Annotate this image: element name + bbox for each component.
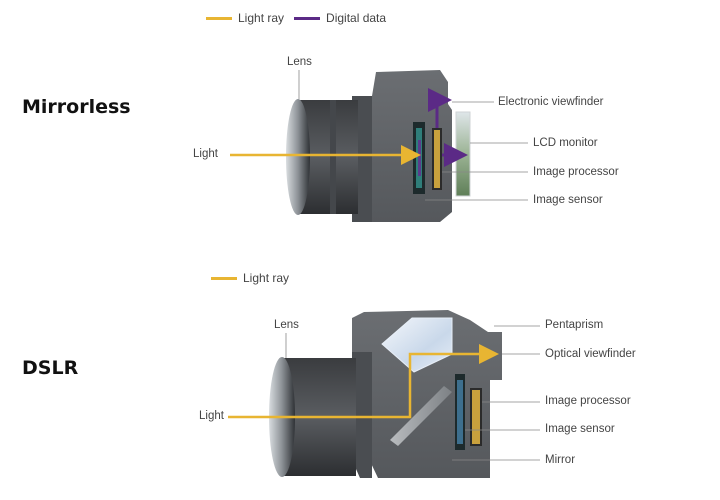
dslr-ovf-label: Optical viewfinder xyxy=(545,348,636,360)
legend-mirrorless: Light ray Digital data xyxy=(206,11,396,25)
legend-item-light-ray: Light ray xyxy=(206,11,284,25)
dslr-mirror-label: Mirror xyxy=(545,454,576,466)
mirrorless-lens-ring xyxy=(330,100,336,214)
legend-label: Digital data xyxy=(326,11,387,25)
dslr-pentaprism-label: Pentaprism xyxy=(545,319,604,331)
legend-item-digital-data: Digital data xyxy=(294,11,386,25)
mirrorless-evf-label: Electronic viewfinder xyxy=(498,96,604,108)
mirrorless-lens-label: Lens xyxy=(287,56,312,68)
dslr-processor-label: Image processor xyxy=(545,395,631,407)
light-ray-swatch xyxy=(206,16,232,20)
dslr-sensor-label: Image sensor xyxy=(545,423,615,435)
mirrorless-camera xyxy=(230,70,528,222)
dslr-body-front xyxy=(352,352,372,478)
dslr-pentaprism-shape xyxy=(381,317,453,373)
mirrorless-light-label: Light xyxy=(193,148,218,160)
legend-label: Light ray xyxy=(243,271,290,285)
mirrorless-processor-label: Image processor xyxy=(533,166,619,178)
dslr-light-ray xyxy=(228,344,499,419)
light-ray-swatch xyxy=(211,276,237,280)
dslr-camera xyxy=(228,310,540,478)
mirrorless-data-arrow-to-evf xyxy=(428,88,452,128)
dslr-lens-label: Lens xyxy=(274,319,299,331)
legend-item-light-ray: Light ray xyxy=(211,271,289,285)
legend-label: Light ray xyxy=(238,11,285,25)
mirrorless-lens-glass xyxy=(286,99,310,215)
digital-data-swatch xyxy=(294,16,321,20)
legend-dslr: Light ray xyxy=(211,271,299,285)
dslr-mirror-shape xyxy=(390,386,452,446)
dslr-title: DSLR xyxy=(22,357,79,379)
mirrorless-title: Mirrorless xyxy=(22,96,131,118)
mirrorless-lcd-label: LCD monitor xyxy=(533,137,598,149)
dslr-light-label: Light xyxy=(199,410,224,422)
mirrorless-sensor-label: Image sensor xyxy=(533,194,603,206)
